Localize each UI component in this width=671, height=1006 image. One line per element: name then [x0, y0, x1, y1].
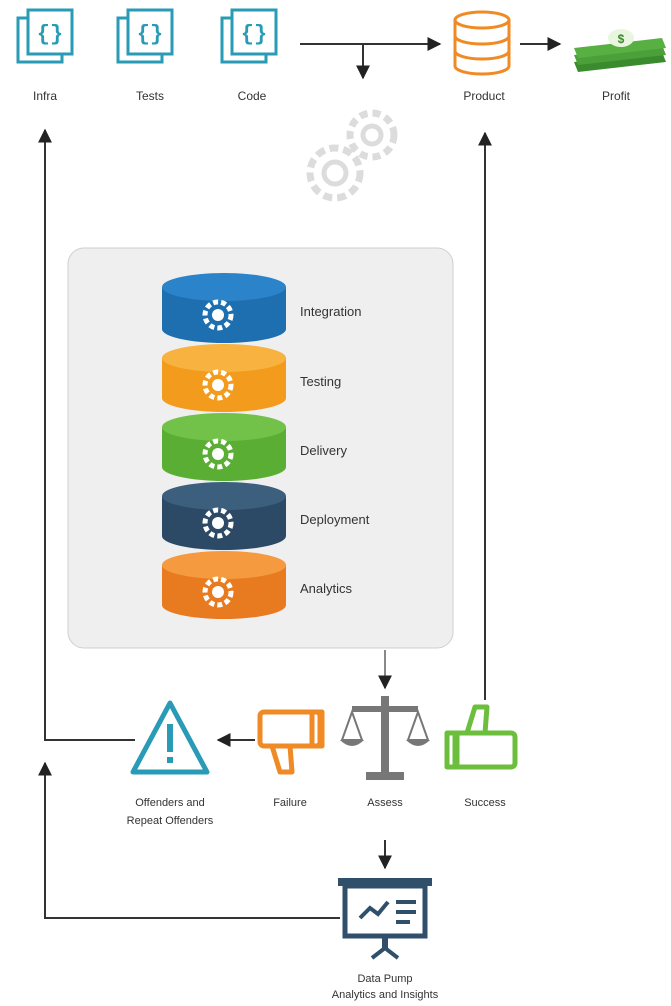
infra-label: Infra — [33, 89, 57, 103]
profit-node: $ Profit — [574, 29, 666, 103]
failure-label: Failure — [273, 797, 307, 809]
deployment-label: Deployment — [300, 512, 370, 527]
gear-icon — [202, 369, 234, 401]
arrow-datapump-to-offenders — [38, 761, 340, 919]
svg-text:{}: {} — [37, 22, 63, 47]
balance-scale-icon — [340, 696, 430, 780]
svg-text:{}: {} — [241, 22, 267, 47]
code-braces-icon: {} — [116, 8, 174, 64]
stack-layer-integration: Integration — [162, 273, 361, 343]
delivery-label: Delivery — [300, 443, 347, 458]
analytics-label: Analytics — [300, 581, 353, 596]
assess-node: Assess — [340, 696, 430, 809]
gear-icon — [202, 576, 234, 608]
testing-label: Testing — [300, 374, 341, 389]
warning-triangle-icon — [130, 700, 210, 775]
database-icon — [453, 10, 511, 76]
product-node: Product — [453, 10, 511, 103]
offenders-node: Offenders and Repeat Offenders — [127, 700, 214, 827]
data-pump-label-line1: Data Pump — [357, 973, 412, 985]
thumbs-up-icon — [444, 704, 518, 770]
tests-label: Tests — [136, 89, 164, 103]
gear-icon — [202, 438, 234, 470]
svg-text:$: $ — [618, 32, 625, 46]
assess-label: Assess — [367, 797, 403, 809]
stack-layer-testing: Testing — [162, 344, 341, 412]
presentation-board-icon — [338, 878, 432, 960]
arrow-offenders-to-infra — [38, 128, 135, 741]
thumbs-down-icon — [257, 709, 325, 775]
svg-text:{}: {} — [137, 22, 163, 47]
gears-icon — [306, 109, 398, 202]
gear-icon — [202, 507, 234, 539]
pipeline-panel: Analytics Deployment Delivery — [67, 247, 454, 649]
infra-node: {} Infra — [16, 8, 74, 103]
stack-layer-analytics: Analytics — [162, 551, 353, 619]
success-label: Success — [464, 797, 506, 809]
code-braces-icon: {} — [220, 8, 278, 64]
data-pump-label-line2: Analytics and Insights — [332, 989, 439, 1001]
offenders-label-line1: Offenders and — [135, 797, 205, 809]
stack-layer-delivery: Delivery — [162, 413, 347, 481]
integration-label: Integration — [300, 304, 361, 319]
offenders-label-line2: Repeat Offenders — [127, 815, 214, 827]
code-label: Code — [238, 89, 267, 103]
success-node: Success — [444, 704, 518, 809]
tests-node: {} Tests — [116, 8, 174, 103]
product-label: Product — [463, 89, 505, 103]
stack-layer-deployment: Deployment — [162, 482, 370, 550]
failure-node: Failure — [257, 709, 325, 809]
profit-label: Profit — [602, 89, 631, 103]
connectors — [38, 37, 562, 919]
money-stack-icon: $ — [574, 29, 666, 72]
code-node: {} Code — [220, 8, 278, 103]
data-pump-node: Data Pump Analytics and Insights — [332, 878, 439, 1001]
code-braces-icon: {} — [16, 8, 74, 64]
gear-icon — [202, 299, 234, 331]
